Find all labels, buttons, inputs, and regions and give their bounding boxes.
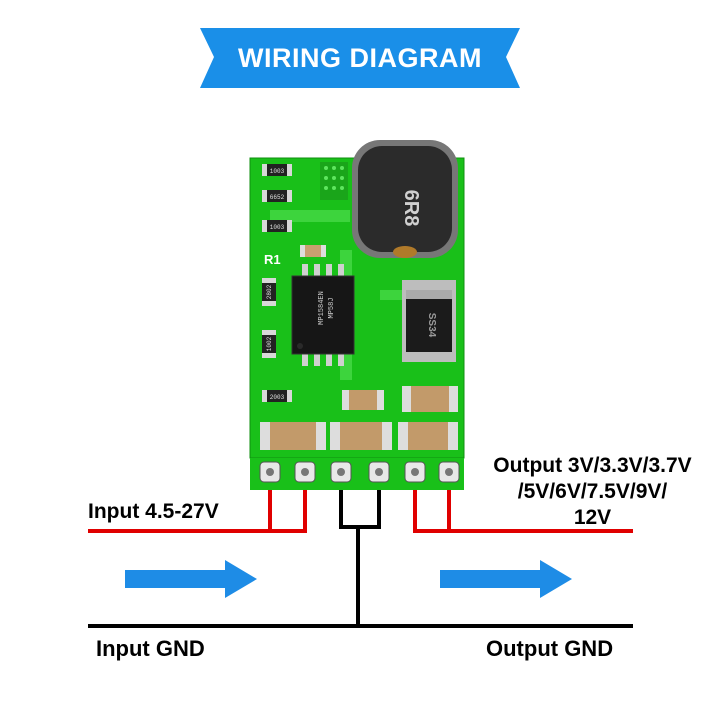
smd-resistors xyxy=(262,164,292,402)
capacitors xyxy=(260,386,458,450)
diagram-title: WIRING DIAGRAM xyxy=(238,42,482,73)
output-gnd-label: Output GND xyxy=(486,636,614,661)
output-arrow-icon xyxy=(440,560,572,598)
resistor-code-4: 2802 xyxy=(266,284,273,299)
output-voltage-line1: Output 3V/3.3V/3.7V xyxy=(493,454,692,477)
chip-marking-line1: MP1584EN xyxy=(318,291,326,325)
output-voltage-line3: 12V xyxy=(573,506,612,529)
dc-dc-module-image: R1 6R8 MP1584EN MP58J SS34 1003 6652 100… xyxy=(249,140,465,490)
inductor xyxy=(352,140,458,258)
resistor-code-5: 1002 xyxy=(266,336,273,351)
chip-marking-line2: MP58J xyxy=(328,297,336,318)
output-voltage-label: Output 3V/3.3V/3.7V /5V/6V/7.5V/9V/ 12V xyxy=(470,453,715,531)
diode-marking: SS34 xyxy=(426,313,437,338)
schottky-diode xyxy=(402,280,456,362)
resistor-code-3: 1003 xyxy=(270,224,285,231)
input-gnd-label: Input GND xyxy=(96,636,205,661)
input-voltage-label: Input 4.5-27V xyxy=(88,500,219,523)
silkscreen-r1: R1 xyxy=(264,252,281,267)
ic-chip xyxy=(291,264,355,366)
banner-shape xyxy=(200,28,520,88)
resistor-code-1: 1003 xyxy=(270,168,285,175)
output-voltage-line2: /5V/6V/7.5V/9V/ xyxy=(517,480,668,503)
inductor-marking: 6R8 xyxy=(400,190,422,227)
resistor-code-2: 6652 xyxy=(270,194,285,201)
header-pins xyxy=(250,458,464,490)
input-arrow-icon xyxy=(125,560,257,598)
resistor-code-6: 2003 xyxy=(270,394,285,401)
